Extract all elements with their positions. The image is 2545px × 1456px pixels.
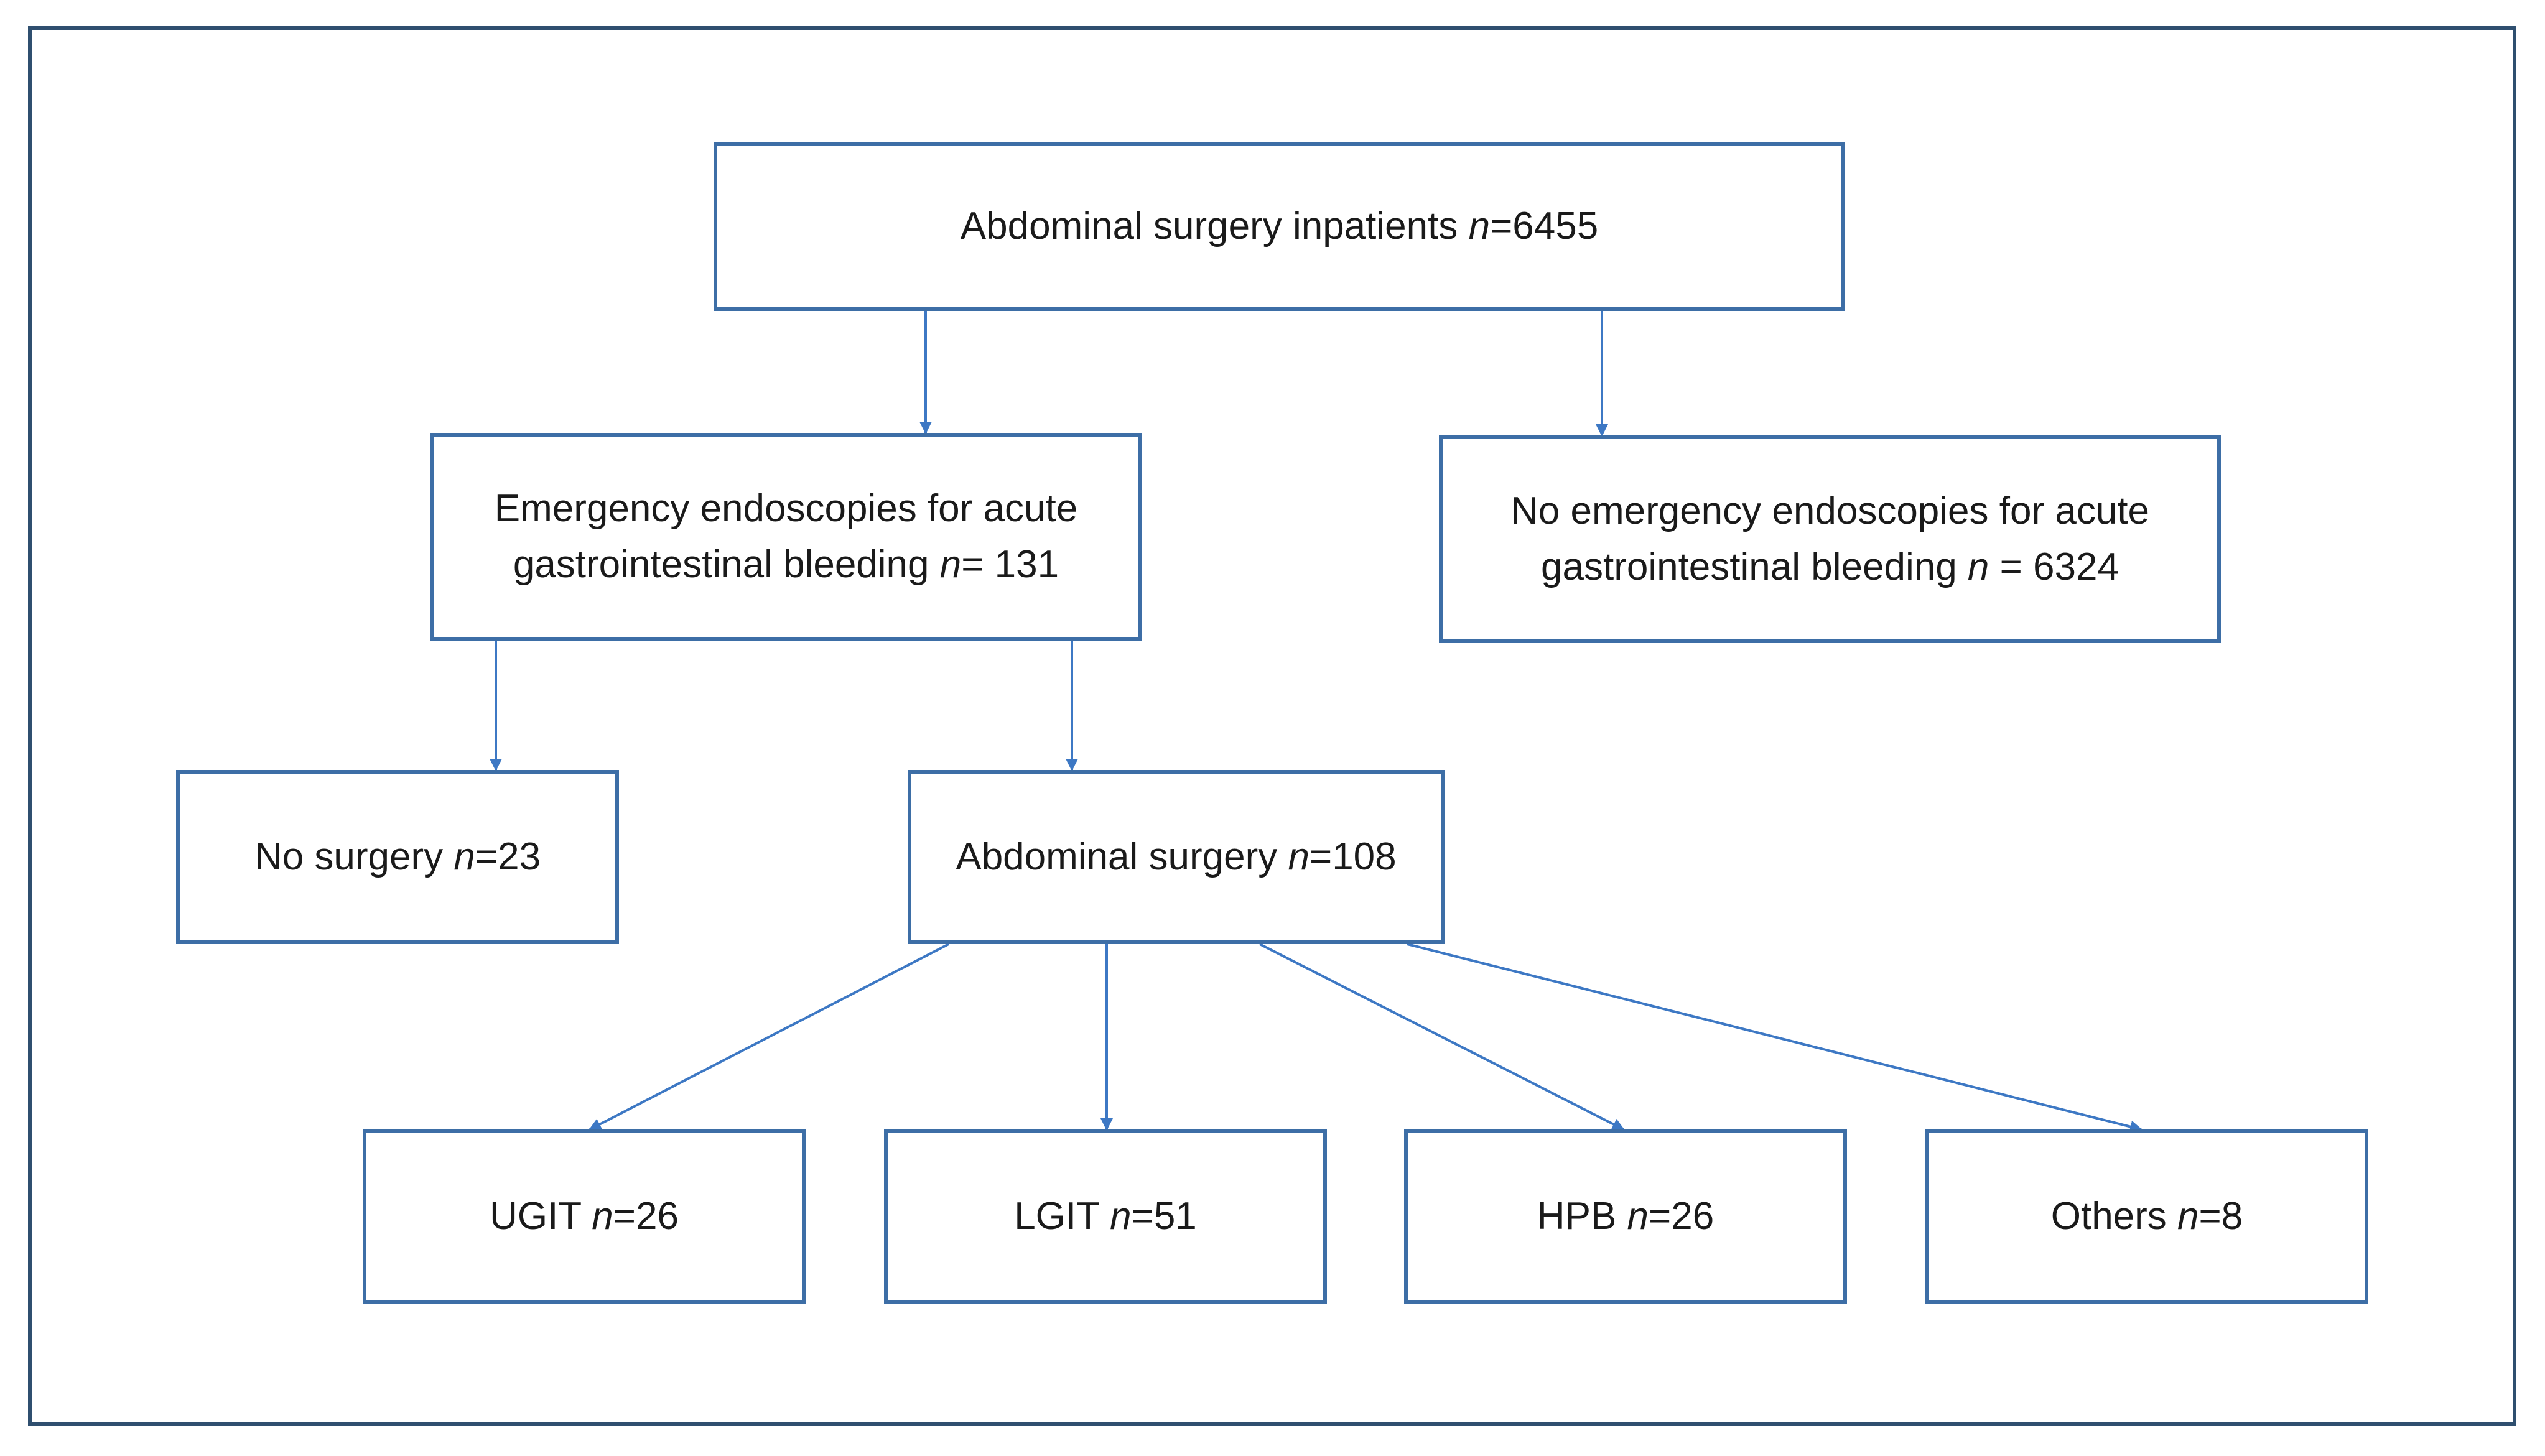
- arrow-abdominal-surgery-to-hpb: [1259, 943, 1625, 1131]
- node-others: Others n=8: [1925, 1129, 2368, 1304]
- node-label: HPB n=26: [1537, 1195, 1715, 1238]
- node-label: LGIT n=51: [1014, 1195, 1197, 1238]
- arrow-abdominal-surgery-to-ugit: [589, 943, 949, 1131]
- node-no-surgery: No surgery n=23: [176, 770, 619, 944]
- figure-frame: [28, 26, 2516, 1426]
- node-label: No surgery n=23: [254, 835, 541, 879]
- node-emergency-endoscopies: Emergency endoscopies for acute gastroin…: [430, 433, 1142, 641]
- node-abdominal-surgery: Abdominal surgery n=108: [908, 770, 1445, 944]
- node-label: UGIT n=26: [490, 1195, 679, 1238]
- node-abdominal-surgery-inpatients: Abdominal surgery inpatients n=6455: [714, 142, 1845, 311]
- node-no-emergency-endoscopies: No emergency endoscopies for acute gastr…: [1439, 435, 2221, 643]
- arrow-abdominal-surgery-to-others: [1407, 943, 2143, 1133]
- node-label: Abdominal surgery n=108: [956, 835, 1397, 879]
- node-label: No emergency endoscopies for acute gastr…: [1510, 489, 2150, 588]
- node-label: Others n=8: [2050, 1195, 2243, 1238]
- node-label: Abdominal surgery inpatients n=6455: [960, 205, 1599, 248]
- node-ugit: UGIT n=26: [363, 1129, 806, 1304]
- node-lgit: LGIT n=51: [884, 1129, 1327, 1304]
- node-label: Emergency endoscopies for acute gastroin…: [494, 487, 1078, 586]
- node-hpb: HPB n=26: [1404, 1129, 1847, 1304]
